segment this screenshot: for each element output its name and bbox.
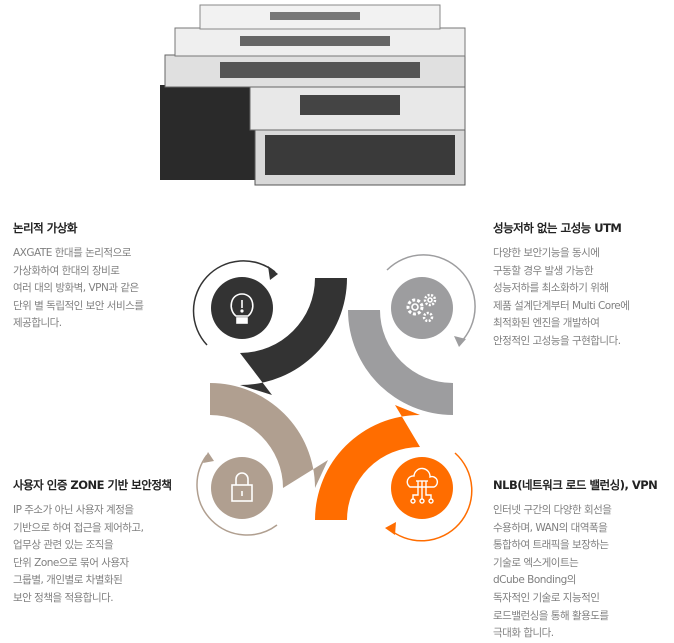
- line: 제공합니다.: [13, 317, 62, 330]
- band-tan: [210, 383, 328, 488]
- feature-description: 인터넷 구간의 다양한 회선을 수용하며, WAN의 대역폭을 통합하여 트래픽…: [493, 502, 657, 643]
- circle-tan: [211, 457, 273, 519]
- line: 최적화된 엔진을 개발하여: [493, 317, 600, 330]
- band-gray: [348, 310, 453, 415]
- line: 그룹별, 개인별로 차별화된: [13, 574, 123, 587]
- line: 통합하여 트래픽을 보장하는: [493, 539, 609, 552]
- line: 여러 대의 방화벽, VPN과 같은: [13, 282, 139, 295]
- line: dCube Bonding의: [493, 574, 576, 587]
- feature-nlb-vpn: NLB(네트워크 로드 밸런싱), VPN 인터넷 구간의 다양한 회선을 수용…: [493, 477, 658, 643]
- gears-icon: [406, 293, 437, 323]
- lock-icon: [231, 472, 253, 502]
- line: 인터넷 구간의 다양한 회선을: [493, 504, 612, 516]
- band-dark: [240, 278, 347, 395]
- line: 업무상 관련 있는 조직을: [13, 539, 114, 552]
- line: 가상화하여 한대의 장비로: [13, 264, 120, 277]
- feature-description: 다양한 보안기능을 동시에 구동할 경우 발생 가능한 성능저하를 최소화하기 …: [493, 245, 630, 351]
- line: 단위 Zone으로 묶어 사용자: [13, 556, 129, 569]
- line: 성능저하를 최소화하기 위해: [493, 282, 609, 295]
- line: IP 주소가 아닌 사용자 계정을: [13, 504, 134, 516]
- feature-description: AXGATE 한대를 논리적으로 가상화하여 한대의 장비로 여러 대의 방화벽…: [13, 245, 144, 333]
- line: 보안 정책을 적용합니다.: [13, 591, 114, 604]
- cycle-arrow-tan: [196, 454, 278, 536]
- line: AXGATE 한대를 논리적으로: [13, 247, 131, 259]
- product-image: [160, 4, 466, 186]
- band-orange: [315, 405, 420, 520]
- feature-virtualization: 논리적 가상화 AXGATE 한대를 논리적으로 가상화하여 한대의 장비로 여…: [13, 220, 144, 333]
- feature-zone-policy: 사용자 인증 ZONE 기반 보안정책 IP 주소가 아닌 사용자 계정을 기반…: [13, 477, 172, 608]
- line: 독자적인 기술로 지능적인: [493, 591, 600, 604]
- graphics: [160, 4, 476, 542]
- line: 기술로 엑스게이트는: [493, 556, 579, 569]
- line: 극대화 합니다.: [493, 627, 554, 640]
- line: 구동할 경우 발생 가능한: [493, 264, 594, 277]
- line: 안정적인 고성능을 구현합니다.: [493, 334, 621, 347]
- feature-description: IP 주소가 아닌 사용자 계정을 기반으로 하여 접근을 제어하고, 업무상 …: [13, 502, 172, 608]
- feature-title: 사용자 인증 ZONE 기반 보안정책: [13, 478, 172, 492]
- feature-utm: 성능저하 없는 고성능 UTM 다양한 보안기능을 동시에 구동할 경우 발생 …: [493, 220, 630, 351]
- cycle-arrow-gray: [386, 254, 476, 344]
- feature-title: 논리적 가상화: [13, 221, 77, 235]
- cycle-arrow-orange: [387, 452, 473, 542]
- feature-title: NLB(네트워크 로드 밸런싱), VPN: [493, 478, 658, 492]
- feature-title: 성능저하 없는 고성능 UTM: [493, 221, 622, 235]
- line: 제품 설계단계부터 Multi Core에: [493, 299, 630, 312]
- cycle-arrow-dark: [192, 260, 276, 346]
- line: 기반으로 하여 접근을 제어하고,: [13, 521, 144, 534]
- lightbulb-icon: [230, 293, 254, 324]
- line: 다양한 보안기능을 동시에: [493, 247, 600, 259]
- line: 단위 별 독립적인 보안 서비스를: [13, 299, 144, 312]
- line: 로드밸런싱을 통해 활용도를: [493, 609, 609, 622]
- line: 수용하며, WAN의 대역폭을: [493, 521, 608, 534]
- cloud-network-icon: [406, 467, 439, 504]
